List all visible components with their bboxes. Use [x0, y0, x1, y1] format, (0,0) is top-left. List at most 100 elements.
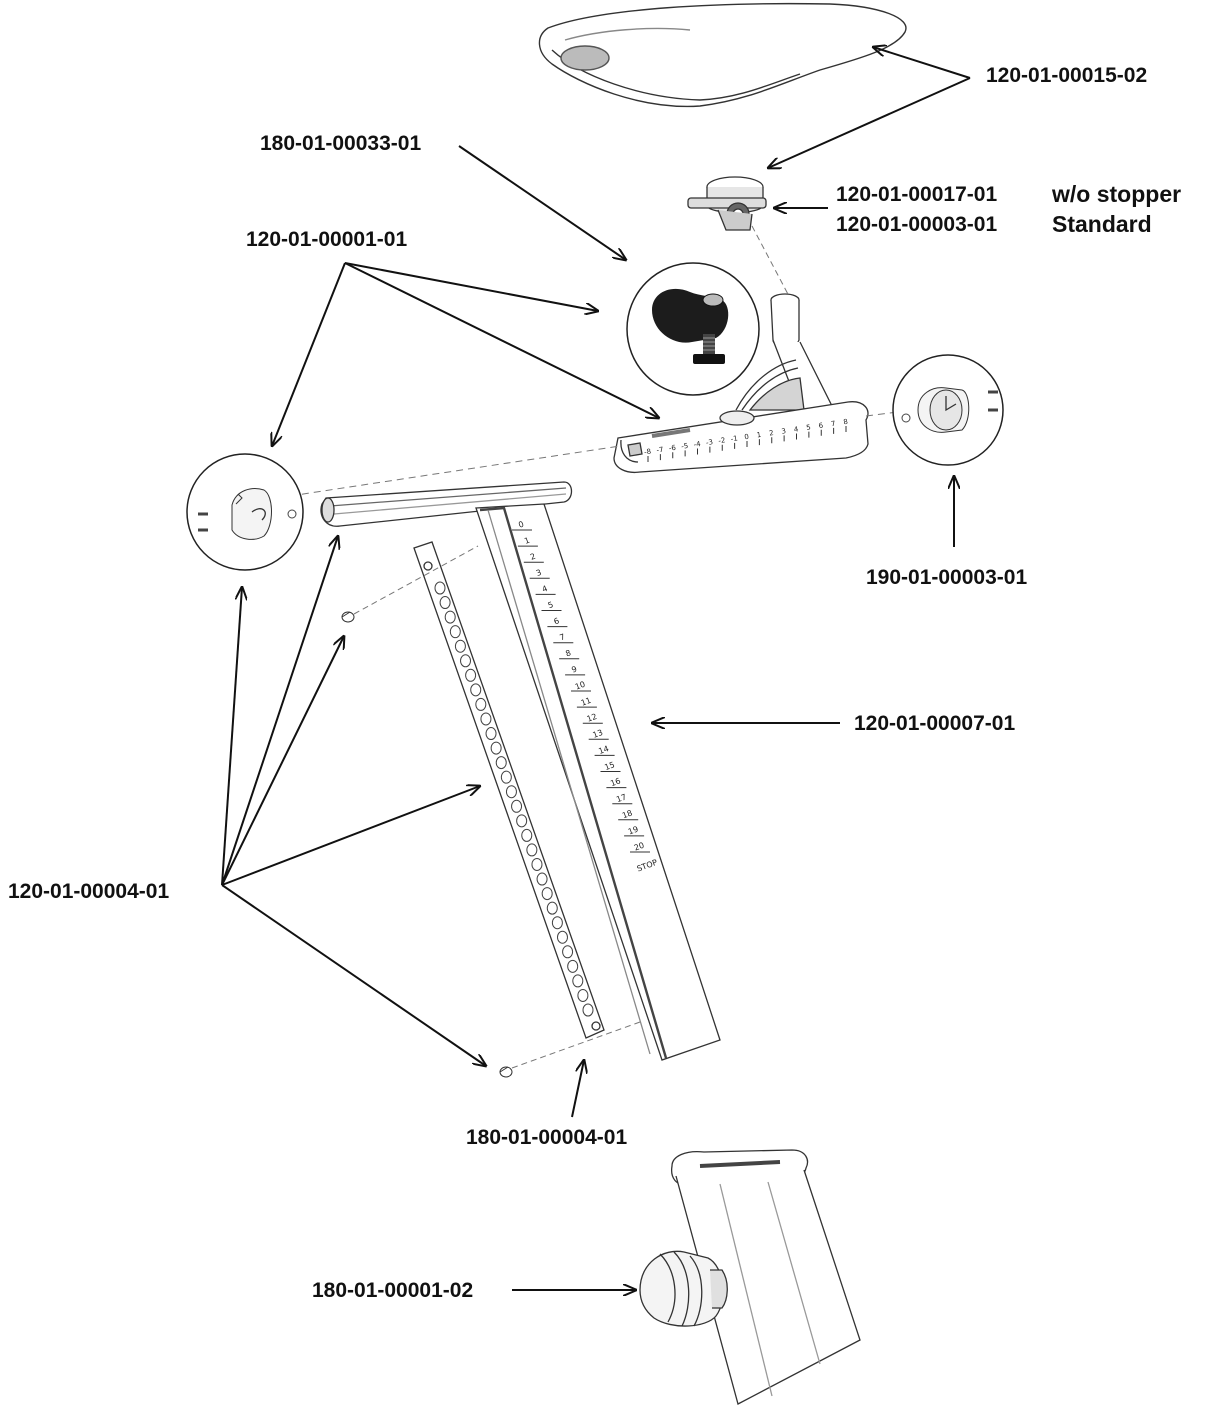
strip-hole [572, 974, 584, 988]
post-scale-label: 4 [541, 584, 549, 594]
arrow-screw-lower [221, 884, 486, 1066]
saddle-part [538, 2, 907, 108]
saddle-clamp-part [687, 176, 767, 231]
screw-upper-dashed-line [353, 545, 479, 615]
strip-hole [434, 581, 446, 595]
arrow-rail-housing [344, 262, 659, 418]
post-scale-label: 12 [586, 712, 599, 724]
rail-scale-label: -7 [656, 446, 664, 455]
rail-scale-label: 5 [806, 423, 812, 432]
leader-arrows [221, 47, 971, 1290]
strip-hole [536, 872, 548, 886]
post-scale-label: 20 [633, 841, 646, 853]
post-scale-label: 8 [564, 648, 572, 658]
strip-hole [475, 697, 487, 711]
scale-strip-holes [434, 581, 594, 1017]
strip-hole [516, 814, 528, 828]
strip-hole [511, 799, 523, 813]
arrow-lever-detail [458, 145, 626, 260]
rail-scale-label: 4 [793, 425, 799, 434]
arrow-screw-upper [221, 636, 344, 886]
rail-scale-label: 0 [744, 433, 750, 442]
seat-post-part [475, 503, 721, 1061]
rail-dashed-line-left [289, 445, 621, 497]
strip-hole [577, 988, 589, 1002]
strip-hole [439, 596, 451, 610]
strip-hole [567, 959, 579, 973]
screw-lower-dashed-line [511, 1021, 641, 1069]
left-end-detail [186, 453, 304, 571]
post-scale-label: 14 [597, 744, 610, 756]
screw-upper [341, 611, 355, 623]
label-seat-post: 120-01-00007-01 [854, 712, 1016, 735]
arrow-rail-lever [344, 262, 598, 311]
end-cap-detail [892, 354, 1004, 466]
rail-scale-label: 1 [756, 431, 762, 440]
label-clamp-no-stopper: 120-01-00017-01 [836, 183, 998, 206]
screw-lower [499, 1066, 513, 1078]
label-clamp-standard-note: Standard [1052, 211, 1152, 237]
strip-hole [505, 785, 517, 799]
strip-hole [485, 727, 497, 741]
label-screws: 120-01-00004-01 [8, 880, 170, 903]
adjust-knob-part [639, 1250, 728, 1327]
arrow-saddle [873, 47, 971, 79]
post-scale-label: 13 [592, 728, 605, 740]
rail-scale-label: -4 [693, 440, 702, 449]
strip-hole [551, 916, 563, 930]
post-scale-label: 11 [580, 696, 593, 708]
post-upright-part [735, 293, 836, 411]
label-clamp-no-stopper-note: w/o stopper [1052, 181, 1182, 207]
post-scale-label: 0 [517, 520, 525, 530]
arrow-screw-left-cap [221, 587, 242, 886]
strip-hole [556, 930, 568, 944]
label-rail-assembly: 120-01-00001-01 [246, 228, 408, 251]
rail-scale-label: -8 [644, 448, 652, 457]
label-knob: 180-01-00001-02 [312, 1279, 474, 1302]
post-scale-label: 15 [603, 760, 616, 772]
post-scale-label: 19 [627, 825, 640, 837]
arrow-saddle-clamp [768, 77, 971, 168]
strip-hole [465, 668, 477, 682]
label-scale-strip: 180-01-00004-01 [466, 1126, 628, 1149]
strip-hole [460, 654, 472, 668]
strip-hole [444, 610, 456, 624]
rail-scale-label: 3 [781, 427, 787, 436]
clamp-lever-detail [626, 262, 760, 396]
strip-hole [526, 843, 538, 857]
post-scale-label: 10 [574, 680, 587, 692]
rail-scale-label: 7 [830, 420, 836, 429]
strip-hole [582, 1003, 594, 1017]
arrow-screw-slide-rail [221, 536, 338, 886]
arrow-scale-strip [571, 1060, 584, 1118]
post-scale-label: 9 [570, 664, 578, 674]
strip-hole [454, 639, 466, 653]
post-scale-label: 17 [615, 792, 628, 804]
post-scale-label: 5 [547, 600, 555, 610]
post-scale-label: 1 [523, 536, 531, 546]
label-clamp-standard: 120-01-00003-01 [836, 213, 998, 236]
strip-hole [500, 770, 512, 784]
arrow-rail-left [272, 262, 346, 446]
arrow-screw-strip [221, 786, 480, 886]
strip-hole [531, 857, 543, 871]
strip-hole [449, 625, 461, 639]
post-scale-label: 18 [621, 808, 634, 820]
strip-hole [541, 887, 553, 901]
rail-scale-label: -2 [718, 436, 726, 445]
label-clamp-lever: 180-01-00033-01 [260, 132, 422, 155]
rail-scale-label: 2 [769, 429, 775, 438]
strip-hole [495, 756, 507, 770]
strip-hole [521, 828, 533, 842]
rail-scale-label: -3 [705, 438, 713, 447]
strip-hole [546, 901, 558, 915]
label-saddle: 120-01-00015-02 [986, 64, 1148, 87]
rail-scale-label: 8 [843, 418, 849, 427]
slide-rail-part [320, 481, 573, 527]
rail-scale-label: -1 [730, 434, 738, 443]
strip-hole [562, 945, 574, 959]
